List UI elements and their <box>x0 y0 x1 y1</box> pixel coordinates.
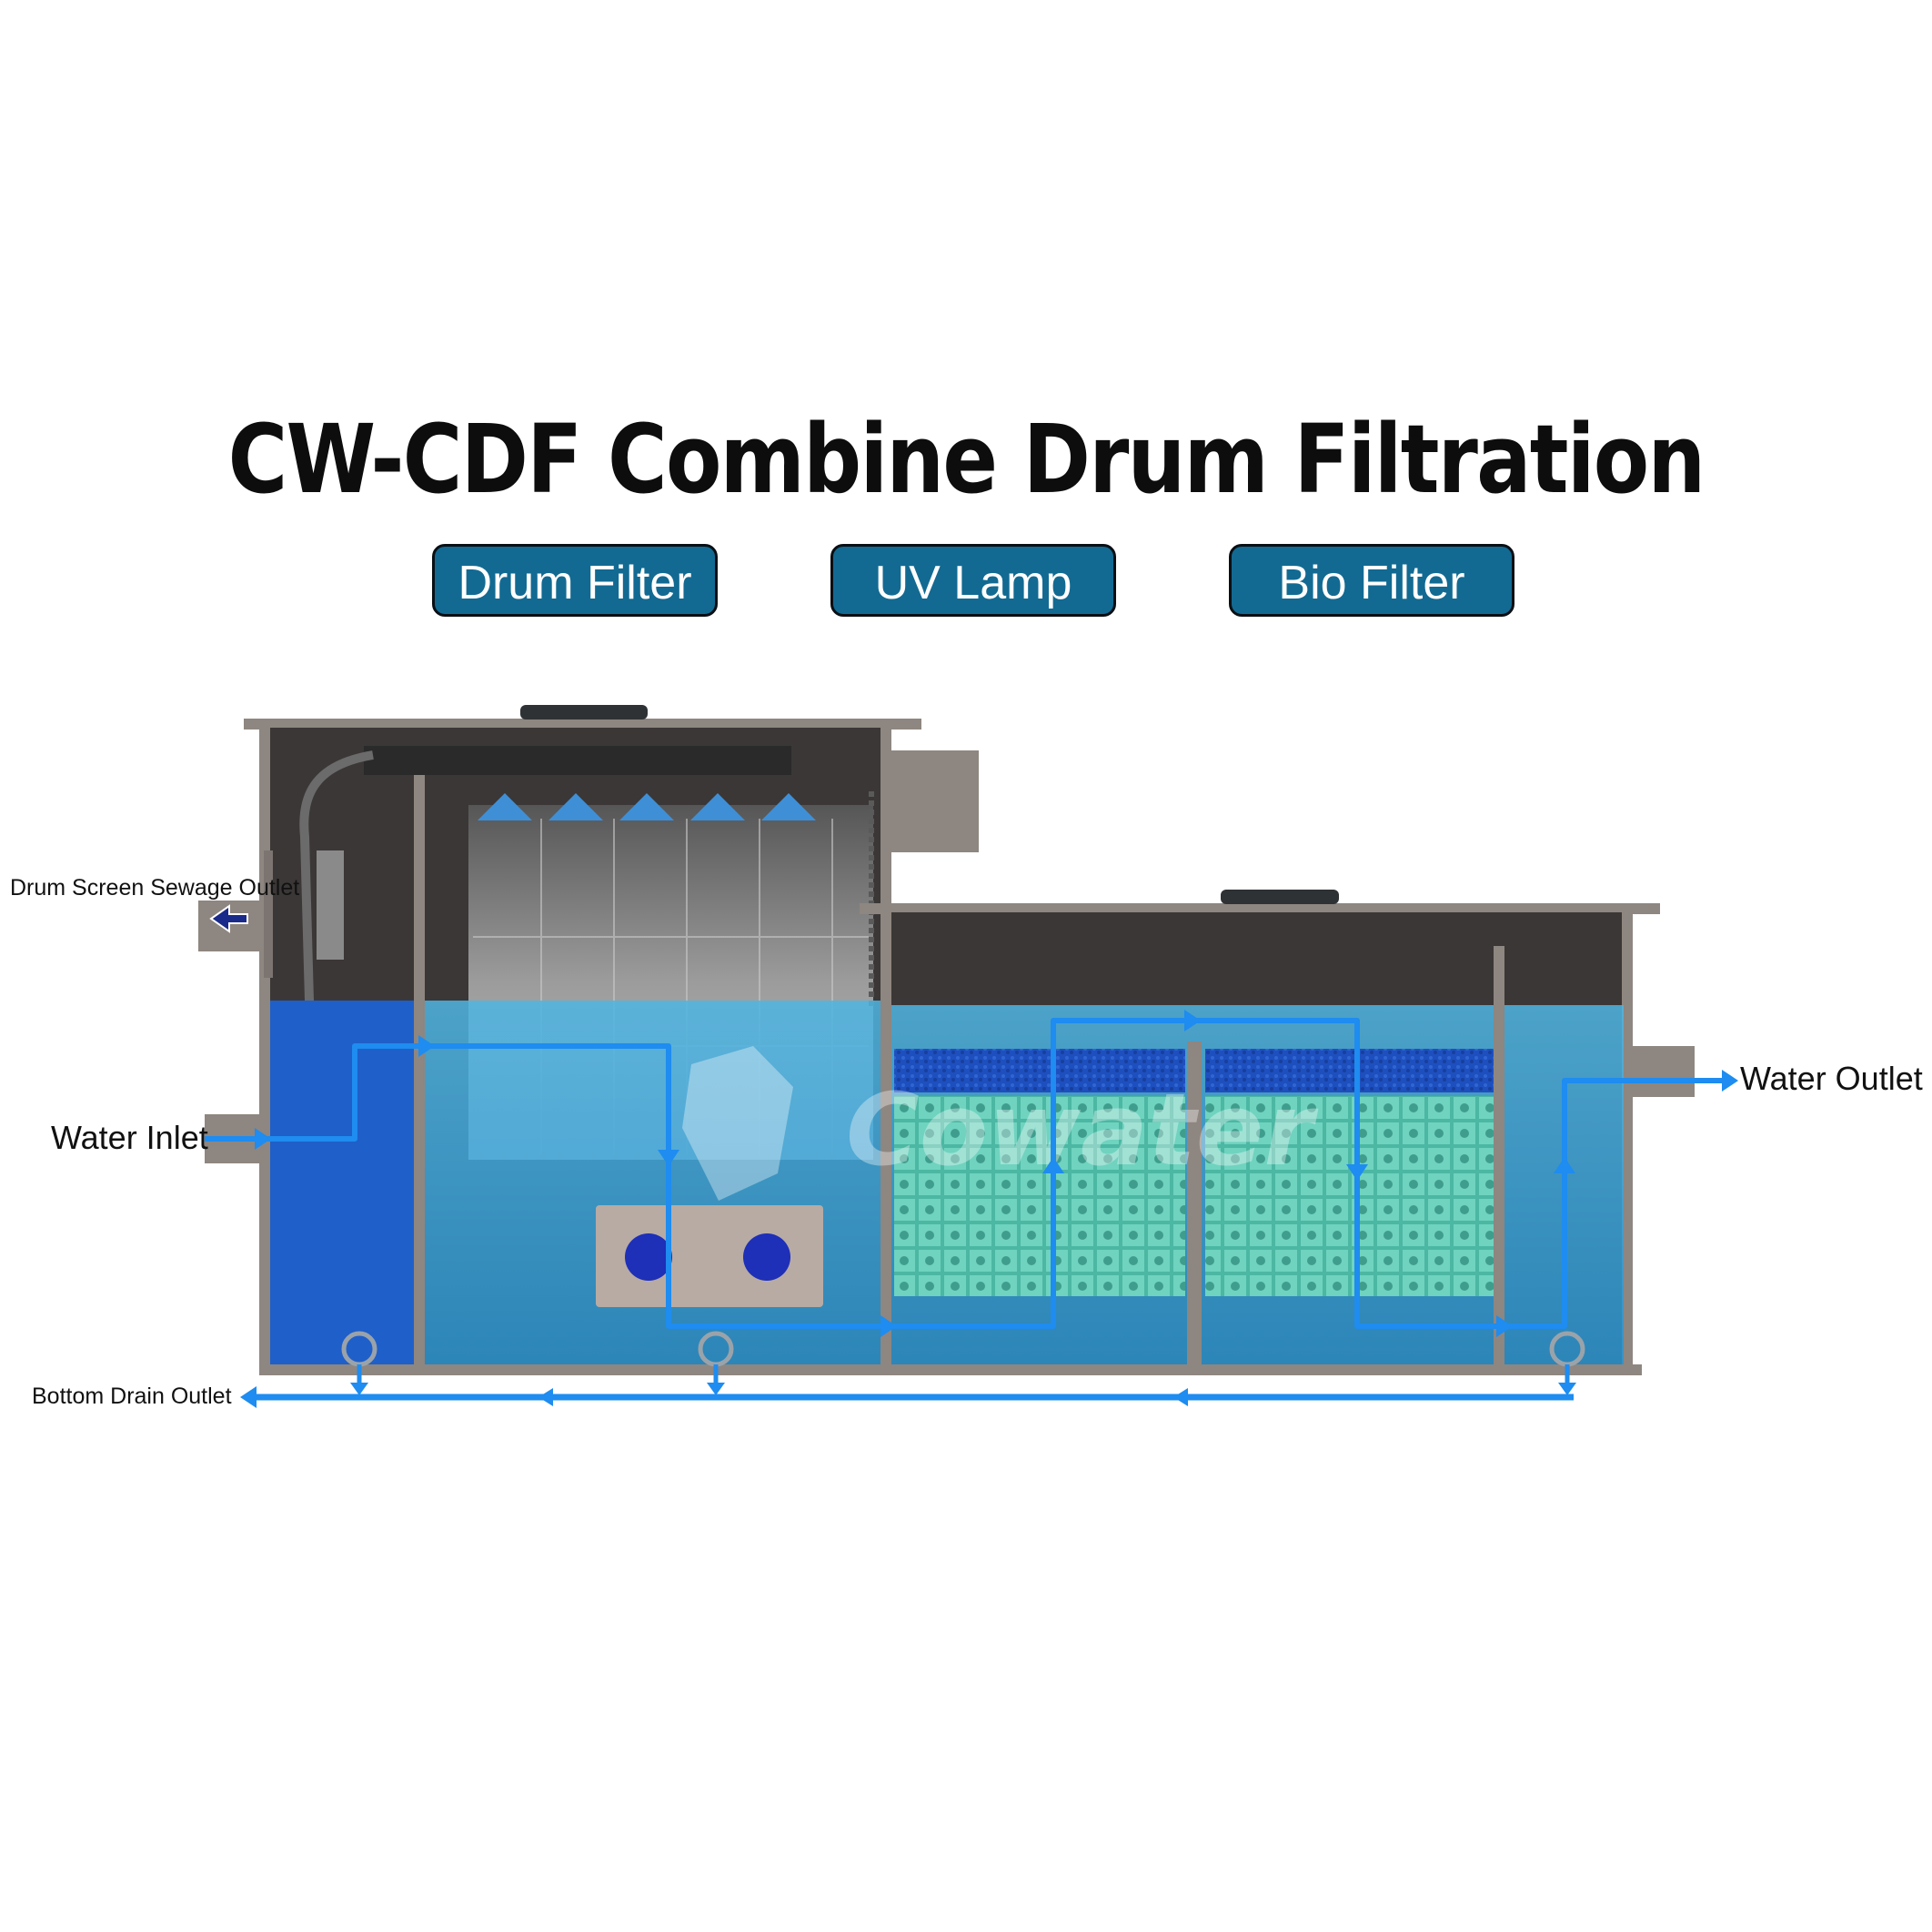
page-title: CW-CDF Combine Drum Filtration <box>227 404 1706 515</box>
stage-badge-bio-filter: Bio Filter <box>1229 544 1514 617</box>
label-sewage-outlet: Drum Screen Sewage Outlet <box>10 875 300 901</box>
sewage-outlet-arrow <box>209 904 248 933</box>
label-bottom-drain: Bottom Drain Outlet <box>32 1384 232 1409</box>
watermark-logo: Cowater <box>682 1046 1318 1201</box>
stage-badge-drum-filter: Drum Filter <box>432 544 718 617</box>
tank-base <box>259 1364 1642 1375</box>
drum-filter-tank <box>198 705 979 1369</box>
label-water-outlet: Water Outlet <box>1740 1060 1923 1097</box>
flow-arrows <box>255 1010 1738 1337</box>
label-water-inlet: Water Inlet <box>51 1119 208 1156</box>
bio-filter-tank <box>860 890 1695 1367</box>
bottom-drain-path <box>240 1331 1585 1408</box>
svg-text:Cowater: Cowater <box>846 1072 1318 1188</box>
stage-badge-uv-lamp: UV Lamp <box>830 544 1116 617</box>
